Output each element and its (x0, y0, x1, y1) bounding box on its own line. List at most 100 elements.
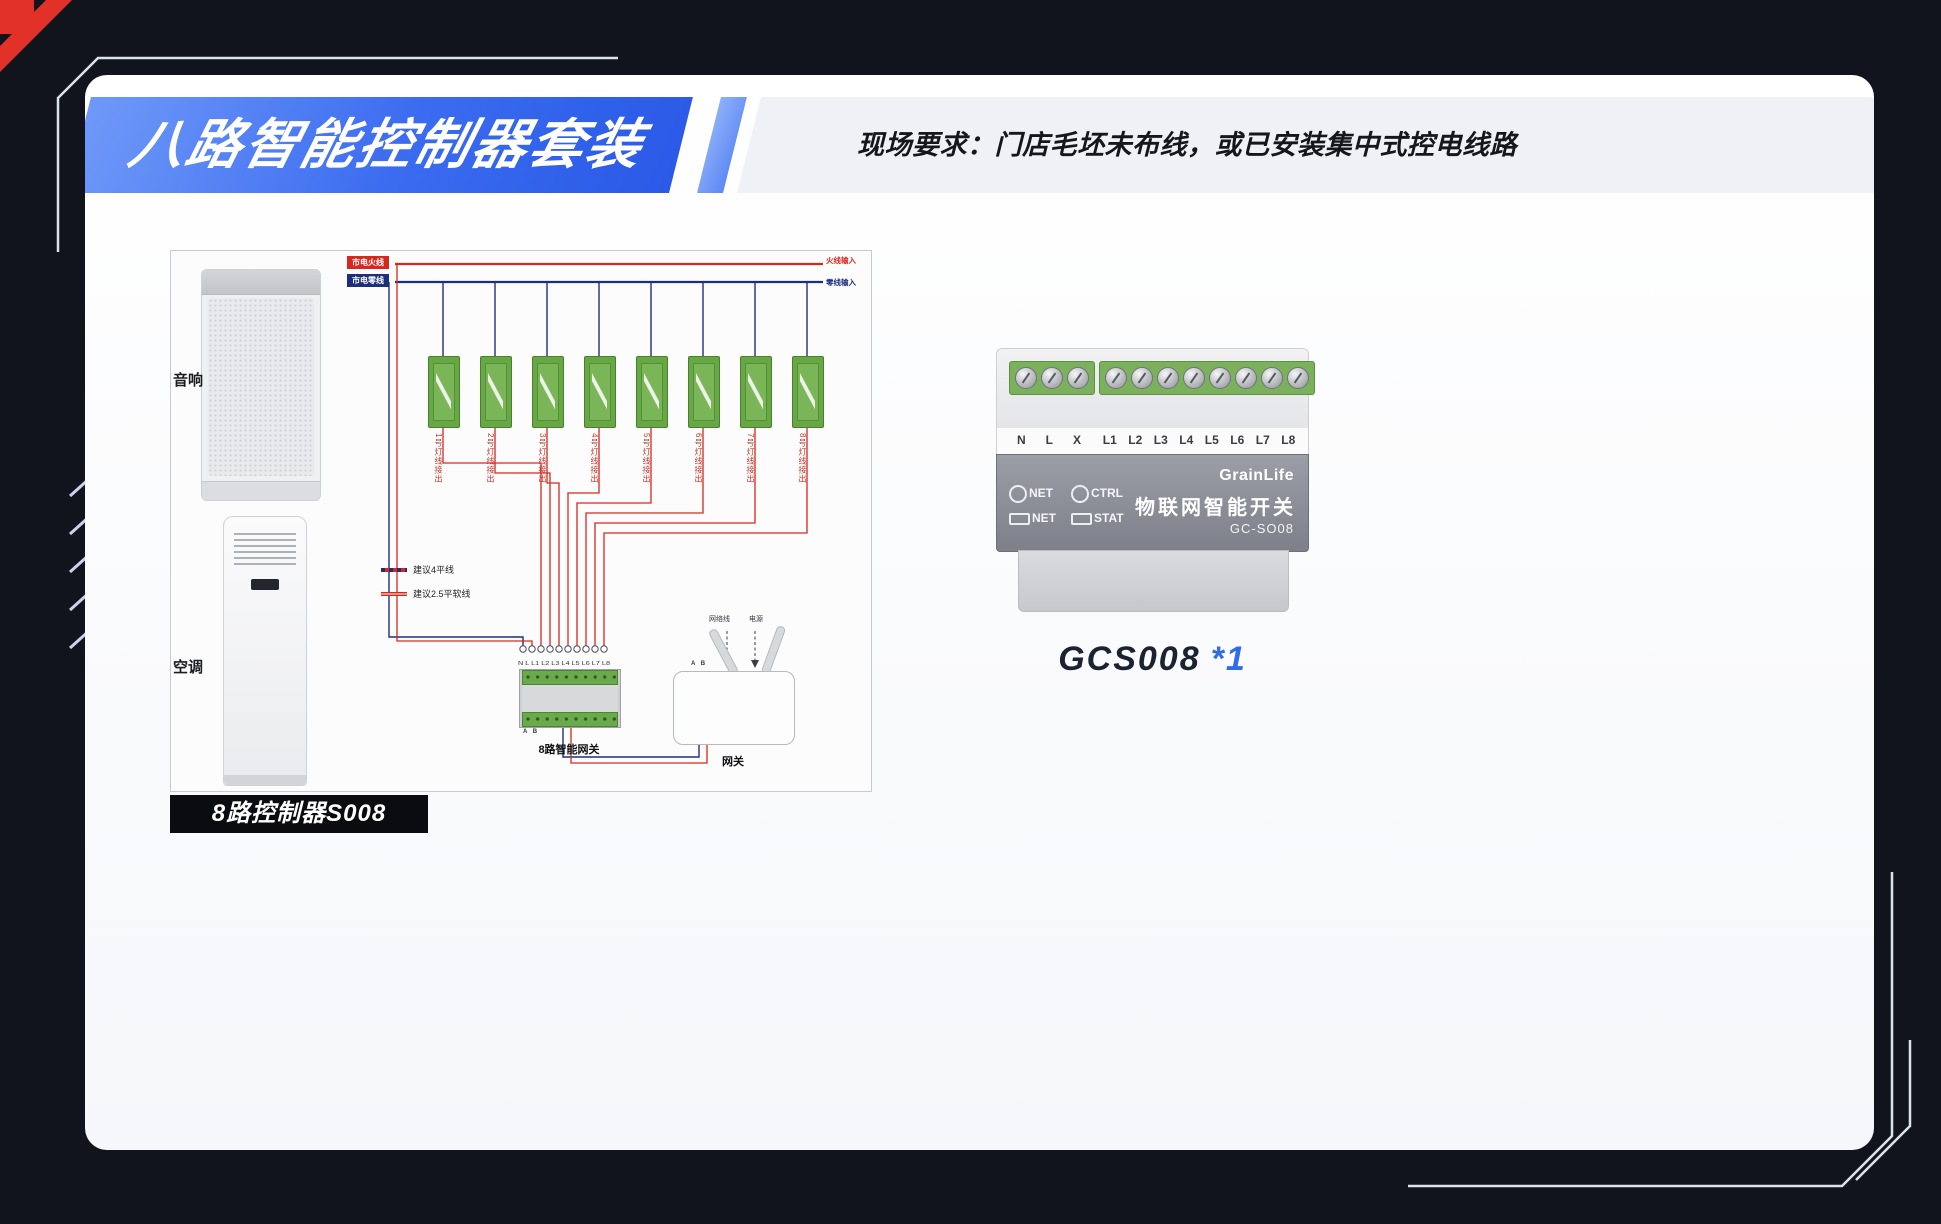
stat-led-label: STAT (1094, 511, 1124, 525)
net-button-icon (1009, 485, 1027, 503)
input-terminal-labels: N L X (1007, 433, 1091, 447)
terminal-screw-icon (1041, 367, 1063, 389)
gateway-network-note: 网络线 (709, 616, 730, 623)
lamp-output-label: 6号灯线接出 (694, 433, 703, 484)
terminal-screw-icon (1209, 367, 1231, 389)
ctrl-button-label: CTRL (1091, 486, 1123, 500)
red-corner-accent (0, 0, 72, 72)
product-name: 物联网智能开关 (1135, 497, 1296, 519)
relay-module (428, 356, 460, 428)
controller-label: 8路智能网关 (538, 744, 600, 756)
lamp-output-label: 3号灯线接出 (538, 433, 547, 484)
output-terminal-labels: L1 L2 L3 L4 L5 L6 L7 L8 (1097, 433, 1301, 447)
lamp-output-label: 7号灯线接出 (746, 433, 755, 484)
terminal-screw-icon (1235, 367, 1257, 389)
speaker-label: 音响 (173, 372, 204, 389)
lamp-output-label: 1号灯线接出 (434, 433, 443, 484)
ac-display (251, 579, 279, 590)
terminal-screw-icon (1067, 367, 1089, 389)
net-button-label: NET (1029, 486, 1053, 500)
relay-module (636, 356, 668, 428)
terminal-label: L8 (1281, 433, 1296, 447)
wiring-lines-svg: N L L1 L2 L3 L4 L5 L6 L7 L8 (388, 262, 823, 764)
rs485-port-note: A B (691, 661, 708, 667)
terminal-label: L (1045, 433, 1053, 447)
product-model: GC-SO08 (1229, 521, 1294, 536)
legend-label: 建议4平线 (413, 565, 455, 575)
controller-terminal-strip (522, 670, 618, 685)
terminal-screw-icon (1015, 367, 1037, 389)
product-photo: N L X L1 L2 L3 L4 L5 L6 L7 L8 NET (990, 348, 1315, 618)
legend-item: 建议2.5平软线 (381, 587, 471, 600)
title-banner: 八路智能控制器套装 (85, 97, 693, 193)
product-caption: GCS008*1 (990, 640, 1315, 679)
relay-module (584, 356, 616, 428)
live-bus-tag: 市电火线 (347, 256, 389, 269)
neutral-bus-tag: 市电零线 (347, 274, 389, 287)
terminal-label: L2 (1128, 433, 1143, 447)
terminal-label: L3 (1153, 433, 1168, 447)
controller-gateway-wires (562, 726, 708, 764)
stat-led-icon (1071, 513, 1092, 525)
ac-foot (224, 775, 306, 785)
terminal-screw-icon (1105, 367, 1127, 389)
mains-feed-wires (388, 264, 533, 646)
lamp-output-label: 2号灯线接出 (486, 433, 495, 484)
legend-label: 建议2.5平软线 (413, 589, 471, 599)
lamp-output-label: 4号灯线接出 (590, 433, 599, 484)
net-led-icon (1009, 513, 1030, 525)
wire-sample-icon (381, 591, 407, 596)
relay-module (740, 356, 772, 428)
neutral-input-label: 零线输入 (826, 278, 856, 287)
ctrl-button-icon (1071, 485, 1089, 503)
speaker-image (201, 269, 321, 501)
product-front-panel: NET CTRL NET STAT GrainLife 物联网智能开关 GC-S… (996, 454, 1309, 552)
speaker-mesh (208, 298, 314, 476)
controller-terminal-labels: N L L1 L2 L3 L4 L5 L6 L7 L8 (518, 661, 610, 667)
gateway-power-note: 电源 (749, 616, 763, 623)
wire-legend: 建议4平线 建议2.5平软线 (381, 563, 471, 600)
relay-module (792, 356, 824, 428)
live-input-label: 火线输入 (826, 256, 856, 265)
relay-module (480, 356, 512, 428)
terminal-label: L7 (1255, 433, 1270, 447)
controller-body (522, 685, 618, 712)
terminal-screw-icon (1287, 367, 1309, 389)
ac-grille (234, 533, 296, 569)
terminal-label: L1 (1102, 433, 1117, 447)
lamp-output-wires (442, 427, 808, 646)
speaker-base (202, 481, 320, 500)
relay-drop-lines (442, 282, 808, 357)
relay-module (688, 356, 720, 428)
terminal-screw-icon (1157, 367, 1179, 389)
relay-module (532, 356, 564, 428)
caption-model: GCS008 (1058, 640, 1201, 678)
terminal-label: X (1072, 433, 1081, 447)
gateway-label: 网关 (722, 756, 744, 768)
net-led-label: NET (1032, 511, 1056, 525)
controller-device-image (519, 669, 621, 728)
terminal-screw-icon (1183, 367, 1205, 389)
gateway-image (673, 671, 795, 745)
content-card: 八路智能控制器套装 现场要求：门店毛坯未布线，或已安装集中式控电线路 (85, 75, 1874, 1150)
speaker-top-cap (202, 270, 320, 295)
terminal-label: L4 (1179, 433, 1194, 447)
input-terminal-block (1009, 361, 1095, 395)
controller-terminal-strip (522, 712, 618, 727)
lamp-output-label: 5号灯线接出 (642, 433, 651, 484)
air-conditioner-image (223, 516, 307, 786)
terminal-screw-icon (1261, 367, 1283, 389)
brand-logo: GrainLife (1219, 467, 1294, 484)
wiring-diagram: N L L1 L2 L3 L4 L5 L6 L7 L8 市电火线 市电零线 火线… (170, 250, 872, 792)
controller-terminal-circles (519, 645, 608, 653)
rs485-port-note: A B (523, 729, 540, 735)
terminal-label: N (1016, 433, 1026, 447)
product-din-base (1018, 550, 1289, 612)
page-title: 八路智能控制器套装 (123, 115, 652, 175)
bus-lines (395, 262, 823, 284)
caption-quantity: *1 (1210, 640, 1247, 678)
site-requirement-text: 现场要求：门店毛坯未布线，或已安装集中式控电线路 (857, 130, 1517, 160)
lamp-output-label: 8号灯线接出 (798, 433, 807, 484)
wire-sample-icon (381, 567, 407, 572)
